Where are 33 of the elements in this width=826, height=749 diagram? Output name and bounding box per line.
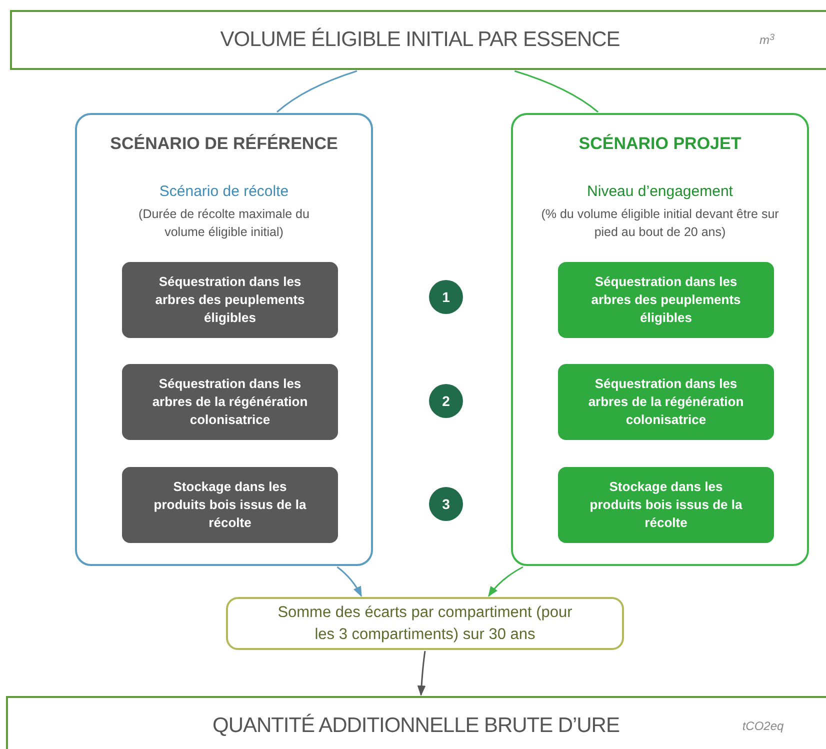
compartment-label: Séquestration dans les arbres des peuplements éligibles [154,273,306,327]
description-text: (Durée de récolte maximale du volume éligible initial) [138,206,310,241]
description-text: (% du volume éligible initial devant être sur pied au bout de 20 ans) [540,206,780,241]
title-box [6,696,826,749]
compartment-box [558,364,774,440]
sum-box [226,597,624,650]
compartment-label: Séquestration dans les arbres des peuplements éligibles [590,273,742,327]
subheading: Scénario de récolte [159,182,289,202]
arrow [417,650,426,696]
arrow [488,566,524,597]
connector-line [276,70,358,113]
panel-heading: SCÉNARIO PROJET [578,133,742,155]
panel-heading: SCÉNARIO DE RÉFÉRENCE [110,133,338,155]
compartment-label: Séquestration dans les arbres de la régénération colonisatrice [587,375,745,429]
unit-label: m$^{3}$ [759,31,774,49]
arrow [336,566,362,597]
compartment-box [122,467,338,543]
sum-text: Somme des écarts par compartiment (pour les 3 compartiments) sur 30 ans [276,602,574,644]
compartment-box [122,262,338,338]
compartment-label: Stockage dans les produits bois issus de la récolte [588,478,744,532]
subheading: Niveau d’engagement [587,182,733,202]
title-box [10,10,826,70]
compartment-box [122,364,338,440]
scenario-panel [75,113,373,566]
title-text: QUANTITÉ ADDITIONNELLE BRUTE D’URE [212,712,620,740]
unit-label: tCO2eq [742,718,784,735]
connector-line [514,70,598,113]
compartment-box [558,262,774,338]
title-text: VOLUME ÉLIGIBLE INITIAL PAR ESSENCE [220,26,620,54]
compartment-box [558,467,774,543]
compartment-label: Séquestration dans les arbres de la régénération colonisatrice [151,375,309,429]
compartment-label: Stockage dans les produits bois issus de la récolte [152,478,308,532]
scenario-panel [511,113,809,566]
